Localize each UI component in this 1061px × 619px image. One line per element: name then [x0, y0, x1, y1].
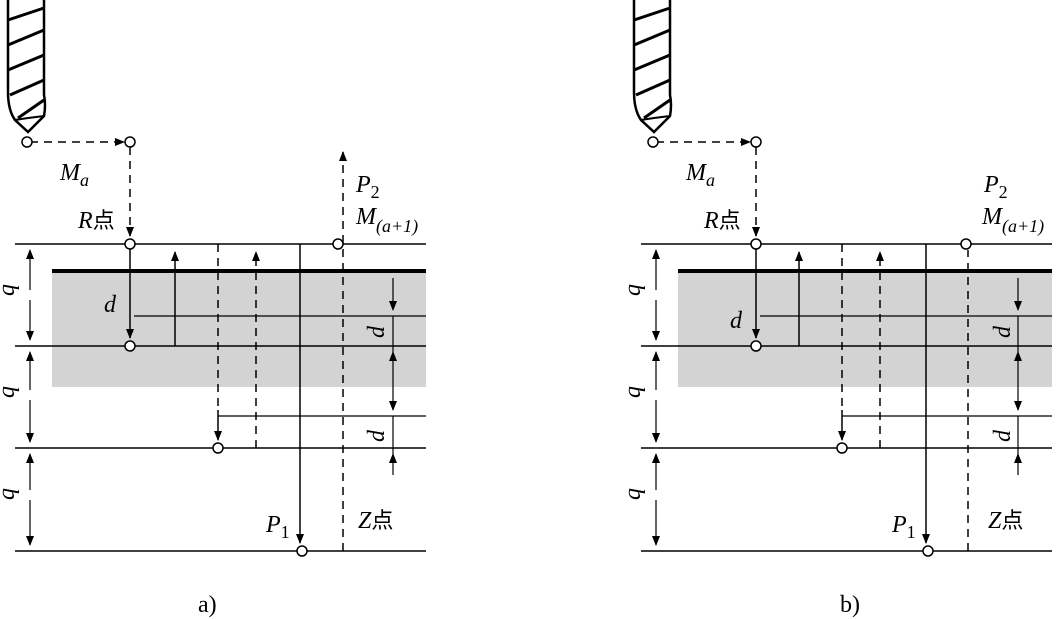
peck-1-marker: [124, 340, 136, 352]
ma-label: Ma: [685, 160, 715, 190]
r-point-marker: [750, 238, 762, 250]
workpiece-material: [52, 271, 426, 387]
q-label-3: q: [0, 488, 20, 500]
panel-a: Ma R点 P2 M(a+1) P1 Z点 d q q q d d a): [0, 0, 426, 618]
panel-b: Ma R点 P2 M(a+1) P1 Z点 d q q q d d b): [620, 0, 1052, 618]
d-label-right-2: d: [364, 429, 390, 442]
drill-bit-icon: [632, 0, 673, 134]
d-label-left: d: [104, 292, 117, 318]
ma-label: Ma: [59, 160, 89, 190]
q-label-1: q: [620, 284, 646, 296]
p1-label: P1: [265, 512, 290, 542]
panel-b-caption: b): [840, 592, 860, 618]
start-point-marker: [647, 136, 659, 148]
r-point-marker: [124, 238, 136, 250]
d-label-right-2: d: [990, 429, 1016, 442]
workpiece-material: [678, 271, 1052, 387]
m-next-point-marker: [332, 238, 344, 250]
q-label-2: q: [620, 386, 646, 398]
q-label-2: q: [0, 386, 20, 398]
p2-label: P2: [355, 172, 380, 202]
drill-bit-icon: [6, 0, 47, 134]
q-label-3: q: [620, 488, 646, 500]
m-next-label: M(a+1): [981, 204, 1044, 237]
p2-label: P2: [983, 172, 1008, 202]
z-point-label: Z点: [358, 508, 393, 534]
q-label-1: q: [0, 284, 20, 296]
p1-label: P1: [891, 512, 916, 542]
d-label-right-1: d: [364, 325, 390, 338]
d-label-right-1: d: [990, 325, 1016, 338]
start-point-marker: [21, 136, 33, 148]
peck-1-marker: [750, 340, 762, 352]
peck-2-marker: [836, 442, 848, 454]
d-label-left: d: [730, 308, 743, 334]
peck-2-marker: [212, 442, 224, 454]
p1-point-marker: [296, 545, 308, 557]
panel-a-caption: a): [198, 592, 217, 618]
m-next-label: M(a+1): [355, 204, 418, 237]
p1-point-marker: [922, 545, 934, 557]
m-next-point-marker: [960, 238, 972, 250]
ma-point-marker: [750, 136, 762, 148]
r-point-label: R点: [77, 208, 115, 234]
ma-point-marker: [124, 136, 136, 148]
r-point-label: R点: [703, 208, 741, 234]
z-point-label: Z点: [988, 508, 1023, 534]
